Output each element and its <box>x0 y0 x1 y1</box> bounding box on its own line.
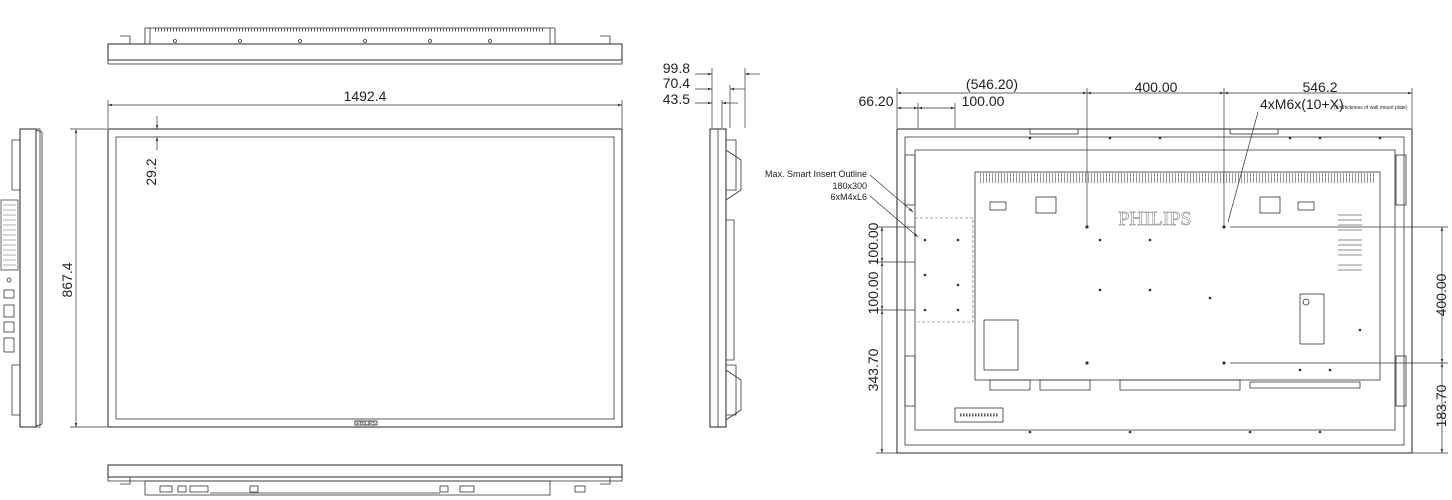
right-side-view <box>709 128 742 428</box>
back-logo: PHILIPS <box>1118 208 1191 230</box>
screw-spec-note: (X=thickness of wall mount plate) <box>1334 105 1408 111</box>
back-view: PHILIPS <box>896 128 1413 454</box>
back-top-dimensions: 66.20 (546.20) 100.00 400.00 546.2 <box>858 76 1413 226</box>
dim-66-20: 66.20 <box>858 93 893 109</box>
depth-mid-label: 70.4 <box>663 75 690 91</box>
bottom-view <box>107 464 623 496</box>
front-width-dimension: 1492.4 <box>107 88 623 128</box>
bezel-label: 29.2 <box>143 158 159 185</box>
depth-min-label: 43.5 <box>663 91 690 107</box>
screw-spec-callout: 4xM6x(10+X) (X=thickness of wall mount p… <box>1227 96 1408 223</box>
smart-insert-screws: 6xM4xL6 <box>830 192 867 202</box>
depth-total-label: 99.8 <box>663 60 690 76</box>
screw-spec-label: 4xM6x(10+X) <box>1260 96 1344 112</box>
dim-183-70: 183.70 <box>1433 384 1449 427</box>
front-width-label: 1492.4 <box>344 88 387 104</box>
dim-400-top: 400.00 <box>1135 79 1178 95</box>
dim-546-2: 546.2 <box>1302 79 1337 95</box>
smart-insert-callout: Max. Smart Insert Outline 180x300 6xM4xL… <box>765 169 919 238</box>
smart-insert-title: Max. Smart Insert Outline <box>765 169 867 179</box>
dim-100-left-a: 100.00 <box>865 222 881 265</box>
depth-dimensions: 99.8 70.4 43.5 <box>663 60 760 128</box>
front-view: PHILIPS <box>107 128 623 428</box>
dim-546-20-paren: (546.20) <box>966 76 1018 92</box>
back-right-dimensions: 400.00 183.70 <box>1230 226 1449 454</box>
dim-343-70: 343.70 <box>865 348 881 391</box>
front-height-dimension: 867.4 <box>59 128 107 428</box>
bezel-dimension: 29.2 <box>143 116 159 186</box>
dim-100-left-b: 100.00 <box>865 271 881 314</box>
smart-insert-size: 180x300 <box>832 181 867 191</box>
front-height-label: 867.4 <box>59 262 75 297</box>
dim-100-top: 100.00 <box>962 93 1005 109</box>
left-side-view <box>0 128 43 428</box>
front-logo: PHILIPS <box>356 421 376 427</box>
back-left-dimensions: 100.00 100.00 343.70 <box>865 222 915 454</box>
dim-400-right: 400.00 <box>1433 273 1449 316</box>
top-view <box>107 27 623 65</box>
